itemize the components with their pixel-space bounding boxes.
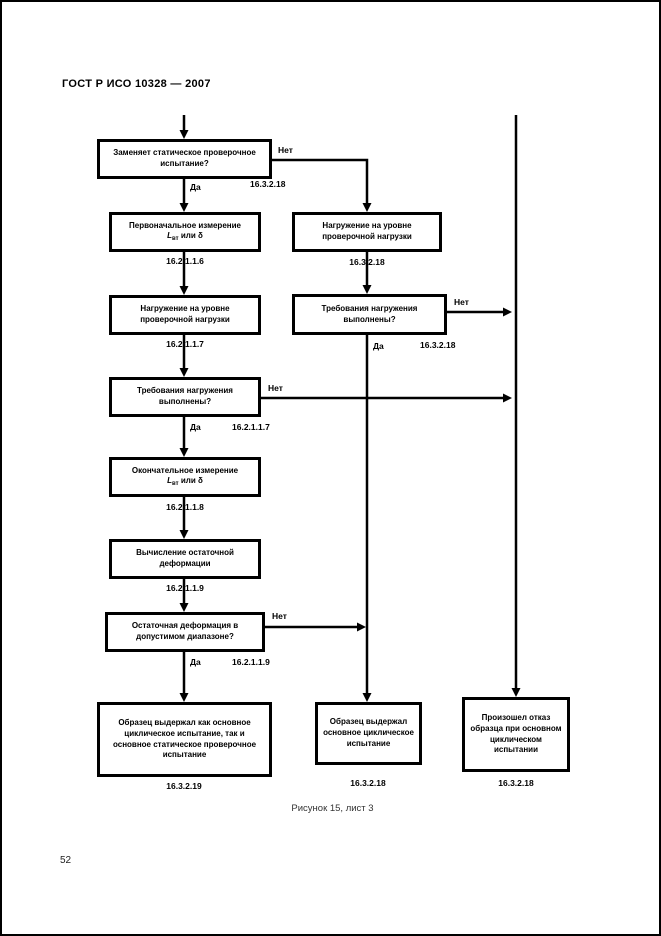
ref-label: 16.2.1.1.9: [232, 657, 270, 667]
formula-lbt-delta: Lвт или δ: [167, 231, 203, 243]
page-number: 52: [60, 855, 72, 866]
edge-label-yes: Да: [190, 182, 201, 192]
edge-label-yes: Да: [190, 422, 201, 432]
ref-label: 16.3.2.18: [498, 778, 534, 788]
connector-lines: [182, 115, 518, 698]
box-residual-strain-calc: Вычисление остаточной деформации: [109, 539, 261, 579]
box-passed-both-tests: Образец выдержал как основное циклическо…: [97, 702, 272, 777]
box-loading-requirements-left: Требования нагружения выполнены?: [109, 377, 261, 417]
box-passed-cyclic-test: Образец выдержал основное циклическое ис…: [315, 702, 422, 765]
box-initial-measurement-title: Первоначальное измерение: [129, 220, 241, 230]
ref-label: 16.2.1.1.8: [166, 502, 204, 512]
box-proof-loading-right: Нагружение на уровне проверочной нагрузк…: [292, 212, 442, 252]
ref-label: 16.2.1.1.9: [166, 583, 204, 593]
page-title: ГОСТ Р ИСО 10328 — 2007: [62, 78, 211, 90]
edge-label-no: Нет: [272, 611, 287, 621]
box-final-measurement: Окончательное измерение Lвт или δ: [109, 457, 261, 497]
box-final-measurement-title: Окончательное измерение: [131, 465, 239, 475]
box-loading-requirements-right: Требования нагружения выполнены?: [292, 294, 447, 335]
ref-label: 16.3.2.18: [420, 340, 456, 350]
box-proof-loading-left: Нагружение на уровне проверочной нагрузк…: [109, 295, 261, 335]
edge-label-yes: Да: [190, 657, 201, 667]
ref-label: 16.3.2.18: [250, 179, 286, 189]
ref-label: 16.3.2.18: [349, 257, 385, 267]
edge-label-no: Нет: [454, 297, 469, 307]
formula-lbt-delta: Lвт или δ: [167, 476, 203, 488]
box-replace-static-decision: Заменяет статическое проверочное испытан…: [97, 139, 272, 179]
ref-label: 16.3.2.18: [350, 778, 386, 788]
box-initial-measurement: Первоначальное измерение Lвт или δ: [109, 212, 261, 252]
ref-label: 16.2.1.1.7: [232, 422, 270, 432]
ref-label: 16.2.1.1.7: [166, 339, 204, 349]
edge-label-no: Нет: [268, 383, 283, 393]
ref-label: 16.3.2.19: [166, 781, 202, 791]
edge-label-yes: Да: [373, 341, 384, 351]
box-residual-strain-decision: Остаточная деформация в допустимом диапа…: [105, 612, 265, 652]
figure-caption: Рисунок 15, лист 3: [291, 803, 374, 814]
arrowheads: [179, 130, 521, 702]
ref-label: 16.2.1.1.6: [166, 256, 204, 266]
edge-label-no: Нет: [278, 145, 293, 155]
box-failed-cyclic-test: Произошел отказ образца при основном цик…: [462, 697, 570, 772]
